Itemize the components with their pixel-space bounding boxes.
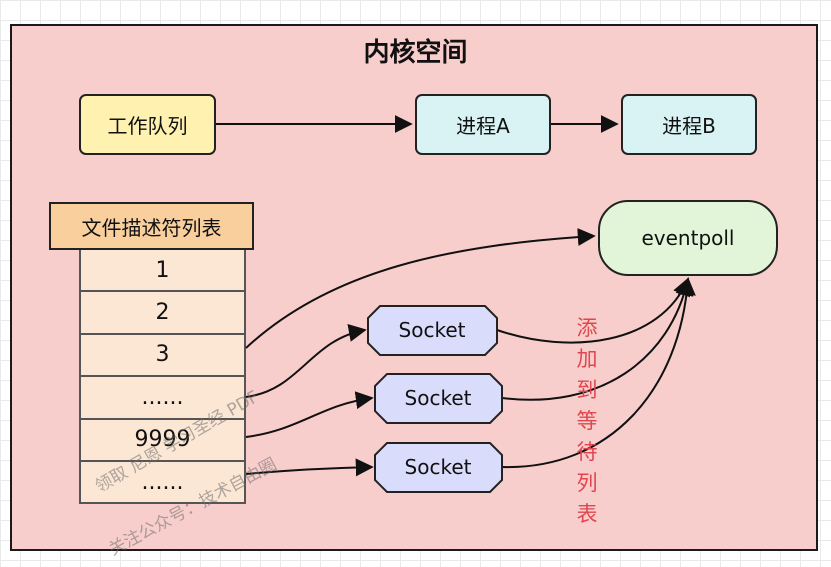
fd-table: 1 2 3 ...... 9999 ...... [79,250,246,505]
add-to-wait-list-label: 添 加 到 等 待 列 表 [574,313,600,530]
socket-label-1: Socket [399,318,466,342]
work-queue-node: 工作队列 [79,94,216,155]
wait-list-char: 列 [576,471,598,495]
edge-fd-to-socket-3 [245,458,374,477]
eventpoll-node: eventpoll [598,200,778,276]
socket-node-2: Socket [374,373,503,424]
edge-fd-to-socket-1 [245,324,367,398]
fd-table-header: 文件描述符列表 [49,202,254,250]
fd-row: ...... [79,461,246,505]
wait-list-char: 加 [576,347,598,371]
socket-node-3: Socket [374,442,503,493]
diagram-title: 内核空间 [363,38,468,68]
edge-socket-1-to-eventpoll [496,277,690,344]
edge-fd3-to-eventpoll [245,228,596,349]
edge-socket-2-to-eventpoll [501,277,694,401]
process-b-node: 进程B [621,94,757,155]
fd-row: ...... [79,377,246,420]
fd-row: 1 [79,250,246,293]
wait-list-char: 表 [576,502,598,526]
wait-list-char: 到 [576,378,598,402]
wait-list-char: 待 [576,440,598,464]
socket-label-2: Socket [405,386,472,410]
edge-socket-3-to-eventpoll [501,277,696,469]
socket-label-3: Socket [405,455,472,479]
wait-list-char: 添 [576,316,598,340]
wait-list-char: 等 [576,409,598,433]
fd-row: 3 [79,334,246,378]
fd-row: 9999 [79,419,246,462]
socket-node-1: Socket [367,305,498,356]
process-a-node: 进程A [415,94,551,155]
fd-row: 2 [79,292,246,335]
edge-fd-to-socket-2 [245,391,374,438]
